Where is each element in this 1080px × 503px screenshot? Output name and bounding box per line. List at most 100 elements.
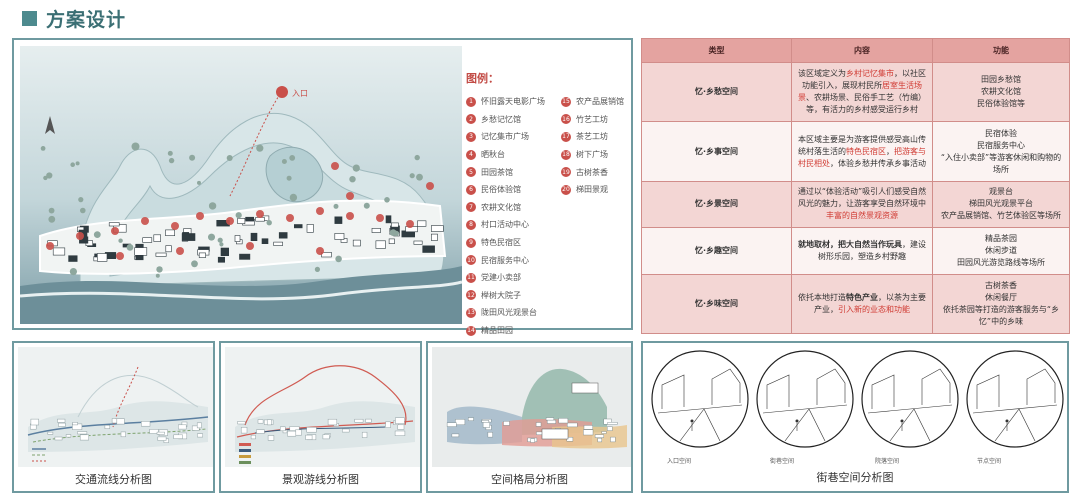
scenic-analysis-panel: 景观游线分析图	[219, 341, 422, 493]
tree-icon	[69, 268, 77, 276]
tree-icon	[131, 142, 140, 151]
building-block	[273, 241, 283, 246]
building-block	[65, 434, 72, 438]
building-block	[245, 216, 255, 222]
building-block	[278, 232, 288, 239]
master-plan-map: 入口	[20, 46, 462, 324]
building-block	[547, 419, 557, 424]
content-segment: 丰富的自然景观资源	[826, 211, 898, 221]
tree-icon	[416, 173, 423, 181]
building-block	[487, 431, 493, 438]
building-block	[134, 247, 148, 256]
building-block	[413, 240, 423, 245]
tree-icon	[409, 173, 415, 179]
legend-label: 榉树大院子	[481, 290, 521, 300]
building-block	[267, 435, 275, 441]
content-segment: ，以茶为主要产业，	[814, 292, 926, 314]
legend-number-icon: 14	[466, 325, 476, 336]
legend-label: 党建小卖部	[481, 273, 521, 283]
legend-label: 农产品展销馆	[576, 97, 624, 107]
building-block	[597, 437, 603, 443]
street-label-3: 院落空间	[875, 458, 900, 465]
content-segment: 通过以	[797, 187, 822, 197]
legend-item: 12 榉树大院子	[466, 287, 561, 305]
table-row: 忆·乡趣空间就地取材，把大自然当作玩具，建设树形乐园，塑造乡村野趣精品茶园休闲步…	[641, 227, 1070, 275]
map-marker-icon	[176, 247, 184, 255]
legend-number-icon: 19	[561, 167, 571, 178]
tree-icon	[333, 203, 339, 209]
building-block	[261, 238, 269, 244]
building-block	[607, 426, 613, 431]
traffic-legend	[32, 448, 46, 462]
building-block	[352, 239, 361, 247]
building-block	[306, 427, 317, 433]
table-cell-content: 该区域定义为乡村记忆集市，以社区功能引入，展现村民所居室生活场景、农耕场景、民俗…	[791, 61, 933, 123]
building-block	[198, 252, 206, 258]
table-cell-type: 忆·乡味空间	[641, 273, 792, 335]
building-block	[395, 417, 405, 424]
building-block	[455, 419, 466, 426]
building-block	[237, 218, 246, 225]
table-row: 忆·乡事空间本区域主要是为游客提供感受高山传统村落生活的特色民宿区，把游客与村民…	[641, 121, 1070, 182]
content-segment: ，建设树形乐园，塑造乡村野趣	[818, 239, 926, 261]
building-block	[111, 418, 118, 424]
traffic-analysis-panel: 交通流线分析图	[12, 341, 215, 493]
legend-number-icon: 20	[561, 184, 571, 195]
building-block	[530, 438, 535, 443]
table-row: 忆·乡味空间依托本地打造特色产业，以茶为主要产业，引入新的业态和功能古树茶香休闲…	[641, 273, 1070, 335]
building-block	[430, 233, 438, 241]
map-marker-icon	[426, 182, 434, 190]
building-block	[72, 422, 78, 426]
building-block	[220, 247, 229, 256]
building-block	[79, 434, 89, 441]
space-type-table: 类型 内容 功能 忆·乡愁空间该区域定义为乡村记忆集市，以社区功能引入，展现村民…	[641, 38, 1070, 335]
legend-number-icon: 15	[561, 96, 571, 107]
building-block	[77, 431, 88, 435]
tree-icon	[289, 155, 296, 161]
tree-icon	[352, 164, 360, 172]
building-block	[394, 430, 406, 436]
building-block	[306, 224, 314, 233]
entrance-marker-icon	[276, 86, 288, 98]
tree-icon	[208, 233, 215, 241]
traffic-analysis-map	[18, 347, 213, 467]
space-layout-panel: 空间格局分析图	[426, 341, 633, 493]
tree-icon	[40, 146, 46, 151]
function-line: 民宿体验	[985, 128, 1017, 138]
tree-icon	[80, 207, 86, 214]
building-block	[250, 232, 258, 241]
building-block	[157, 436, 167, 441]
tree-icon	[314, 266, 320, 272]
legend-number-icon: 12	[466, 290, 476, 301]
legend-number-icon: 1	[466, 96, 476, 107]
legend-label: 记忆集市广场	[481, 132, 529, 142]
section-header: 方案设计	[22, 6, 127, 31]
building-block	[116, 418, 125, 425]
tree-icon	[191, 260, 198, 268]
legend-item: 15 农产品展销馆	[561, 93, 631, 111]
tree-icon	[414, 154, 420, 161]
map-marker-icon	[316, 247, 324, 255]
street-label-4: 节点空间	[977, 458, 1002, 465]
street-sketch-circle	[756, 350, 854, 448]
content-segment: 依托本地打造	[798, 292, 846, 302]
building-block	[451, 433, 460, 438]
map-marker-icon	[286, 214, 294, 222]
function-line: 休闲餐厅	[985, 292, 1017, 302]
building-block	[178, 424, 187, 430]
building-block	[391, 222, 399, 228]
content-segment: ，以社区功能引入，展现村民所	[802, 69, 926, 91]
building-block	[149, 429, 159, 434]
legend-title: 图例：	[466, 72, 499, 85]
legend-label: 怀旧露天电影广场	[481, 97, 545, 107]
table-cell-function: 古树茶香休闲餐厅依托茶园等打造的游客服务与“乡忆”中的乡味	[932, 273, 1070, 335]
content-segment: 特色民宿区	[846, 146, 886, 156]
legend-number-icon: 5	[466, 167, 476, 178]
building-block	[196, 422, 202, 429]
section-title: 方案设计	[46, 8, 127, 31]
legend-number-icon: 18	[561, 149, 571, 160]
